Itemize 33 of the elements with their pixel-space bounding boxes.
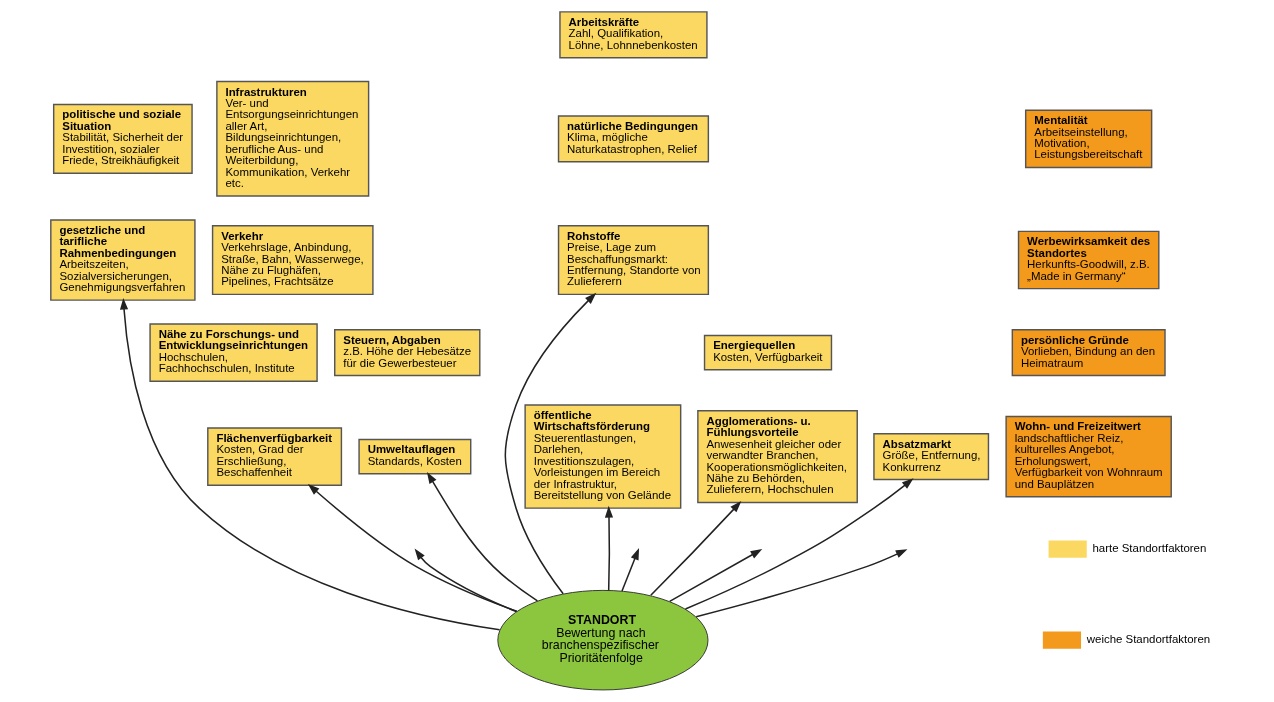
legend-label: harte Standortfaktoren [1091,542,1206,555]
node-ellipse: STANDORT Bewertung nach branchenspezifischer Prioritätenfolge [496,589,708,691]
node-box: Verkehr Verkehrslage, Anbindung, Straße, Bahn, Wasserwege, Nähe zu Flughäfen, Pipelines, Frachtsätze [211,224,374,296]
node-box: Steuern, Abgaben z.B. Höhe der Hebesätze für die Gewerbesteuer [333,328,480,377]
arrow [604,505,613,592]
arrow [504,292,596,595]
node-box: natürliche Bedingungen Klima, mögliche Naturkatastrophen, Relief [557,115,709,163]
node-box: Flächenverfügbarkeit Kosten, Grad der Erschließung, Beschaffenheit [206,427,342,486]
node-box: Rohstoffe Preise, Lage zum Beschaffungsmarkt: Entfernung, Standorte von Zulieferern [557,224,709,296]
arrow [426,471,538,602]
node-box: Energiequellen Kosten, Verfügbarkeit [703,334,832,371]
legend-label: weiche Standortfaktoren [1086,633,1210,646]
node-box: Agglomerations- u. Fühlungsvorteile Anwesenheit gleicher oder verwandter Branchen, Kooperationsmöglichkeiten, Nähe zu Behörden, Zulieferern, Hochschulen [696,410,858,504]
arrow [307,483,518,612]
arrow [694,549,907,618]
arrow [414,548,517,613]
arrow [119,297,500,631]
node-box: Umweltauflagen Standards, Kosten [357,438,471,475]
node-box: Wohn- und Freizeitwert landschaftlicher Reiz, kulturelles Angebot, Erholungswert, Verfügbarkeit von Wohnraum und Bauplätzen [1004,415,1172,498]
node-box: Absatzmarkt Größe, Entfernung, Konkurrenz [872,433,989,481]
node-box: Arbeitskräfte Zahl, Qualifikation, Löhne, Lohnnebenkosten [558,11,708,59]
node-box: persönliche Gründe Vorlieben, Bindung an den Heimatraum [1011,328,1166,377]
node-box: gesetzliche und tarifliche Rahmenbedingungen Arbeitszeiten, Sozialversicherungen, Genehmigungsverfahren [49,219,196,301]
arrow [668,549,762,603]
node-box: Nähe zu Forschungs- und Entwicklungseinrichtungen Hochschulen, Fachhochschulen, Institute [148,323,318,382]
node-box: politische und soziale Situation Stabilität, Sicherheit der Investition, sozialer Friede, Streikhäufigkeit [52,103,193,174]
node-box: Mentalität Arbeitseinstellung, Motivation, Leistungsbereitschaft [1024,109,1152,169]
node-box: Infrastrukturen Ver- und Entsorgungseinrichtungen aller Art, Bildungseinrichtungen, berufliche Aus- und Weiterbildung, Kommunikation, Verkehr etc. [215,80,369,197]
arrow [649,501,741,596]
node-box: öffentliche Wirtschaftsförderung Steuerentlastungen, Darlehen, Investitionszulagen, Vorleistungen im Bereich der Infrastruktur, Bereitstellung von Gelände [523,404,681,509]
node-box: Werbewirksamkeit des Standortes Herkunfts-Goodwill, z.B. „Made in Germany“ [1017,230,1160,290]
arrow [620,548,639,592]
arrow [684,478,914,610]
